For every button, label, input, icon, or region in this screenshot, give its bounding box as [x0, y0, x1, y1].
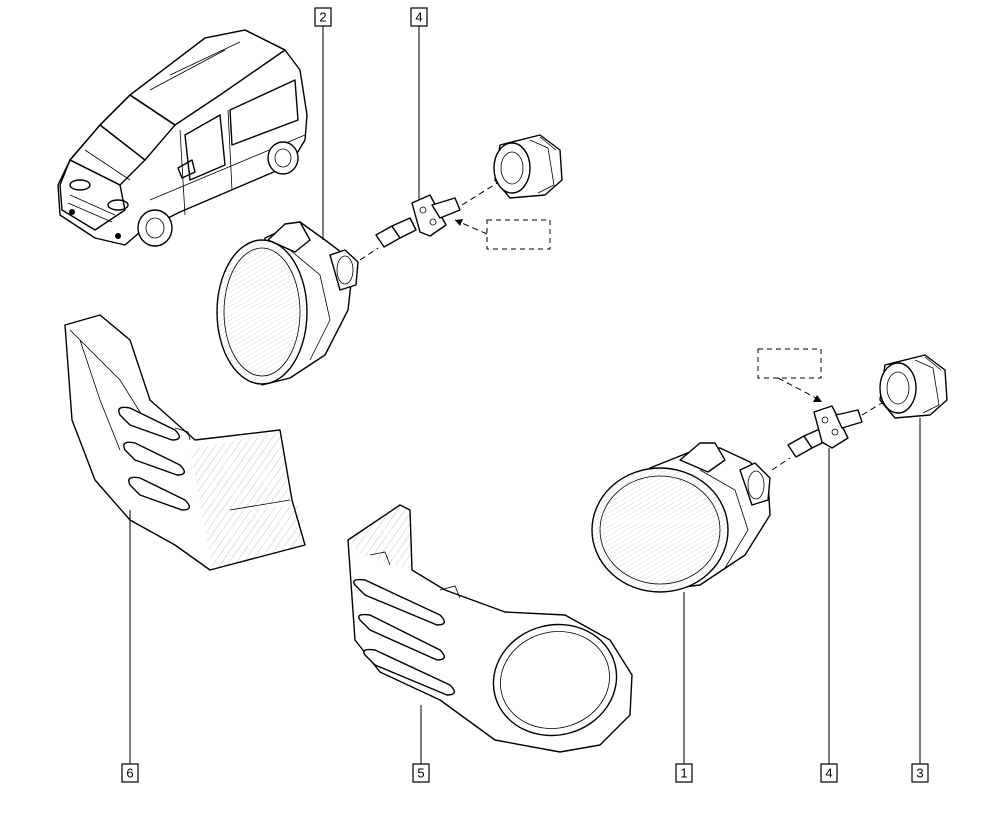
reference-dashed-box-upper [486, 219, 551, 250]
callout-6-bottom: 6 [121, 763, 139, 783]
assembly-line [359, 247, 379, 261]
callout-label: 6 [126, 766, 133, 781]
left-fog-lamp [216, 221, 359, 386]
leader-lines [129, 26, 921, 764]
reference-arrow-lower [777, 377, 821, 401]
callout-label: 1 [680, 766, 687, 781]
right-fog-lamp-bezel [347, 504, 633, 753]
callout-3-bottom: 3 [911, 763, 929, 783]
upper-bulb-holder [493, 134, 563, 199]
callout-label: 4 [415, 10, 422, 25]
callout-label: 4 [825, 766, 832, 781]
reference-arrow-upper [454, 219, 488, 235]
callout-2-top: 2 [314, 7, 332, 27]
assembly-line [771, 457, 791, 471]
right-fog-lamp [591, 442, 771, 593]
callout-1-bottom: 1 [675, 763, 693, 783]
callout-4-bottom: 4 [820, 763, 838, 783]
reference-dashed-box-lower [757, 348, 822, 379]
callout-4-top: 4 [410, 7, 428, 27]
lower-bulb [787, 405, 863, 458]
callout-label: 3 [916, 766, 923, 781]
left-fog-lamp-bezel [64, 314, 306, 571]
callout-label: 2 [319, 10, 326, 25]
upper-bulb [375, 194, 461, 248]
vehicle-illustration [57, 29, 308, 247]
lower-bulb-holder [879, 354, 948, 419]
callout-label: 5 [417, 766, 424, 781]
callout-5-bottom: 5 [412, 763, 430, 783]
